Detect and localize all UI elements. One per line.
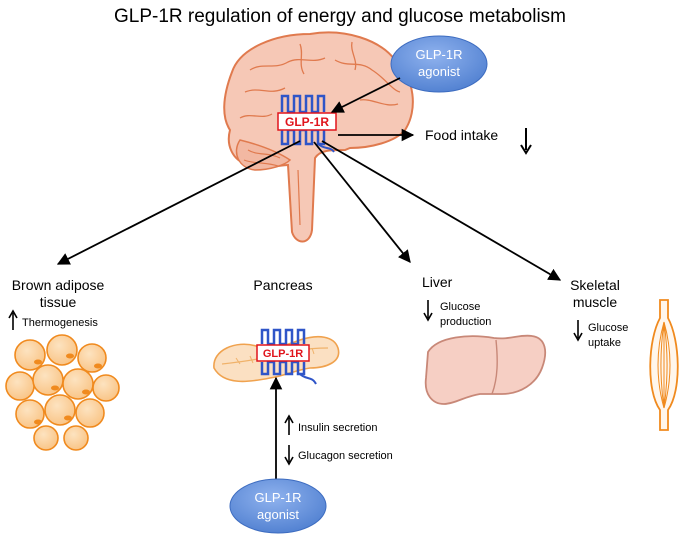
brain-receptor-label: GLP-1R bbox=[285, 115, 329, 129]
skeletal-muscle-label-line1: Skeletal bbox=[570, 277, 620, 293]
pancreas-receptor-box bbox=[256, 344, 310, 362]
pancreas-receptor-icon bbox=[260, 328, 317, 385]
agonist-top-line2: agonist bbox=[418, 64, 460, 79]
agonist-bottom-line1: GLP-1R bbox=[255, 490, 302, 505]
agonist-bubble-top: GLP-1R agonist bbox=[390, 35, 488, 93]
liver-label: Liver bbox=[422, 274, 453, 290]
skeletal-muscle-label-line2: muscle bbox=[573, 294, 618, 310]
liver-illustration bbox=[424, 334, 547, 405]
glucose-uptake-down-arrow-icon bbox=[573, 320, 583, 342]
muscle-effect-line2: uptake bbox=[588, 337, 621, 349]
adipose-cell-nuclei bbox=[34, 353, 102, 425]
thermogenesis-up-arrow-icon bbox=[8, 309, 18, 330]
glucose-production-down-arrow-icon bbox=[423, 300, 433, 322]
liver-effect-line1: Glucose bbox=[440, 301, 480, 313]
arrow-to-liver bbox=[313, 141, 411, 263]
liver-effect-line2: production bbox=[440, 316, 491, 328]
agonist-top-line1: GLP-1R bbox=[416, 47, 463, 62]
brown-adipose-label-line2: tissue bbox=[40, 294, 77, 310]
diagram-title: GLP-1R regulation of energy and glucose … bbox=[114, 6, 566, 27]
food-intake-down-arrow-icon bbox=[520, 128, 532, 155]
food-intake-label: Food intake bbox=[425, 127, 498, 143]
arrow-to-skeletal-muscle bbox=[321, 140, 562, 281]
glucagon-secretion-label: Glucagon secretion bbox=[298, 450, 393, 462]
brown-adipose-label-line1: Brown adipose bbox=[12, 277, 105, 293]
skeletal-muscle-illustration bbox=[649, 299, 679, 431]
agonist-bottom-line2: agonist bbox=[257, 507, 299, 522]
arrow-to-brown-adipose bbox=[56, 140, 301, 265]
pancreas-label: Pancreas bbox=[253, 277, 312, 293]
glucagon-down-arrow-icon bbox=[284, 445, 294, 466]
thermogenesis-label: Thermogenesis bbox=[22, 317, 98, 329]
insulin-secretion-label: Insulin secretion bbox=[298, 422, 378, 434]
agonist-bubble-bottom: GLP-1R agonist bbox=[229, 478, 327, 534]
pancreas-receptor-label: GLP-1R bbox=[263, 348, 303, 360]
insulin-up-arrow-icon bbox=[284, 414, 294, 435]
brain-receptor-box bbox=[277, 112, 337, 131]
adipose-cells-illustration bbox=[5, 334, 120, 451]
muscle-effect-line1: Glucose bbox=[588, 322, 628, 334]
agonist-to-brain-arrow bbox=[330, 77, 401, 113]
